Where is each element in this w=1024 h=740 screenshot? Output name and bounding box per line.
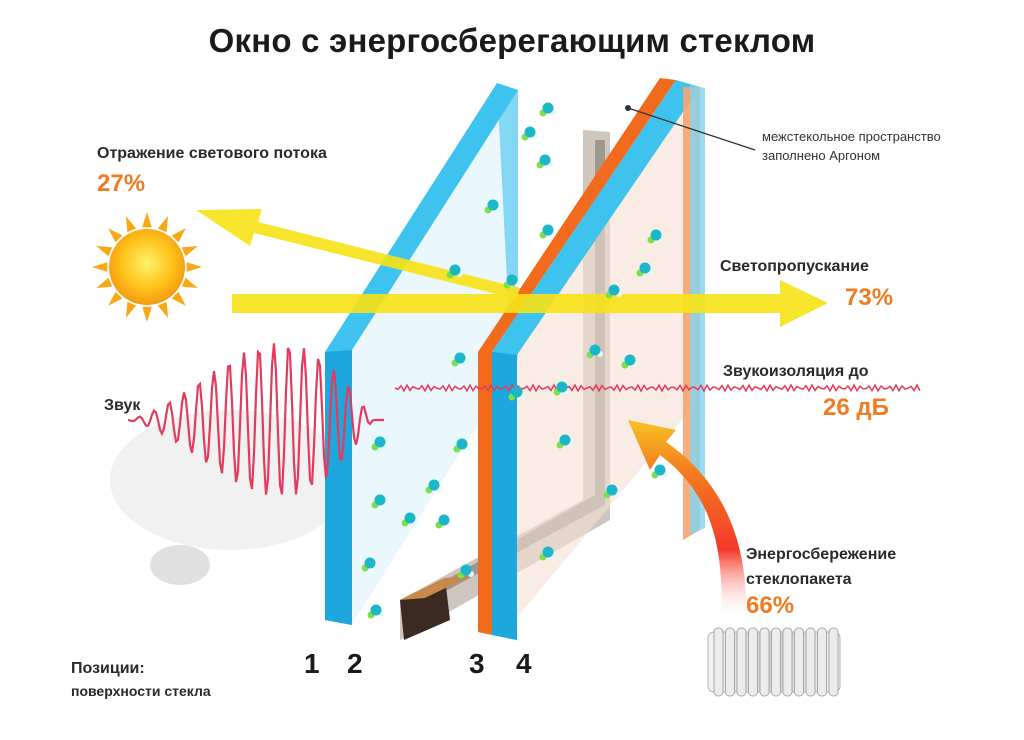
soundproof-label: Звукоизоляция до [723, 363, 869, 380]
argon-molecule [451, 352, 468, 367]
background-car-silhouette [110, 410, 350, 585]
spacer-profile [400, 578, 450, 640]
sun-ray [96, 245, 113, 257]
argon-molecule [603, 484, 620, 499]
radiator-fin [817, 627, 827, 697]
outer-glass-pane-fill [352, 90, 518, 625]
argon-note-line1: межстекольное пространство [762, 129, 941, 144]
argon-callout-line [627, 107, 756, 151]
position-number-1: 1 [304, 648, 320, 679]
position-number-2: 2 [347, 648, 363, 679]
argon-molecule [453, 438, 470, 453]
argon-note: межстекольное пространство заполнено Арг… [762, 127, 941, 165]
argon-molecule [367, 604, 384, 619]
argon-molecule [539, 224, 556, 239]
sun-ray [125, 301, 137, 318]
argon-molecule [621, 354, 638, 369]
sun-ray [96, 277, 113, 289]
radiator-fin [736, 627, 747, 697]
argon-molecule [401, 512, 418, 527]
sun-ray [142, 212, 152, 228]
radiator-fin [794, 627, 804, 697]
argon-molecule [484, 199, 501, 214]
sun-ray [125, 216, 137, 233]
argon-callout-dot [625, 105, 631, 111]
sound-wave [127, 343, 384, 495]
argon-molecule [446, 264, 463, 279]
radiator-fin [748, 627, 758, 697]
page-title: Окно с энергосберегающим стеклом [208, 22, 816, 59]
radiator-fin [782, 627, 793, 697]
argon-molecule [651, 464, 668, 479]
argon-molecule [536, 154, 553, 169]
argon-molecule [435, 514, 452, 529]
sun-ray [186, 262, 202, 272]
reflection-arrow [196, 209, 520, 299]
radiator-fin [725, 627, 735, 697]
argon-molecule [636, 262, 653, 277]
argon-molecule [503, 274, 520, 289]
argon-molecule [457, 564, 474, 579]
heat-arrow [628, 420, 747, 620]
argon-molecule [425, 479, 442, 494]
position-number-3: 3 [469, 648, 485, 679]
argon-molecule [586, 344, 603, 359]
sun-ray [157, 216, 169, 233]
radiator-fin [805, 627, 816, 697]
argon-molecule [539, 102, 556, 117]
reflection-label: Отражение светового потока [97, 145, 327, 162]
argon-molecules [361, 102, 668, 619]
sun-ray [142, 306, 152, 322]
sound-residual-wave [394, 383, 921, 393]
argon-molecule [647, 229, 664, 244]
positions-label-line1: Позиции: [71, 660, 145, 677]
argon-molecule [553, 381, 570, 396]
sound-label: Звук [104, 397, 141, 414]
argon-note-line2: заполнено Аргоном [762, 148, 881, 163]
transmission-label: Светопропускание [720, 258, 869, 275]
inner-glass-pane-edge [492, 352, 517, 640]
positions-label-line2: поверхности стекла [71, 683, 211, 699]
positions-label: Позиции: поверхности стекла [71, 658, 211, 702]
soundproof-value: 26 дБ [823, 394, 889, 421]
sun-ray [181, 245, 198, 257]
position-number-4: 4 [516, 648, 532, 679]
sun-ray [171, 291, 186, 306]
sun-ray [108, 291, 123, 306]
argon-molecule [539, 546, 556, 561]
argon-molecule [605, 284, 622, 299]
radiator-fin [713, 627, 724, 697]
radiator-icon [707, 627, 841, 697]
radiator-fin [828, 627, 839, 697]
energy-label-line2: стеклопакета [746, 571, 852, 588]
energy-label-line1: Энергосбережение [746, 546, 897, 563]
radiator-fin [771, 627, 781, 697]
sun-ray [181, 277, 198, 289]
transmission-arrow [232, 280, 828, 327]
argon-molecule [521, 126, 538, 141]
transmission-value: 73% [845, 284, 894, 311]
argon-molecule [371, 436, 388, 451]
sun-ray [157, 301, 169, 318]
energy-value: 66% [746, 592, 795, 619]
energy-label: Энергосбережение стеклопакета [746, 542, 896, 592]
argon-molecule [508, 386, 525, 401]
spacer-frame [400, 130, 610, 640]
spacer-profile-top [400, 576, 470, 600]
argon-molecule [361, 557, 378, 572]
sun-ray [108, 228, 123, 243]
sun-ray [92, 262, 108, 272]
sun-icon [92, 212, 202, 322]
sun-ray [171, 228, 186, 243]
argon-molecule [371, 494, 388, 509]
reflection-value: 27% [97, 170, 146, 197]
argon-molecule [556, 434, 573, 449]
radiator-fin [759, 627, 770, 697]
